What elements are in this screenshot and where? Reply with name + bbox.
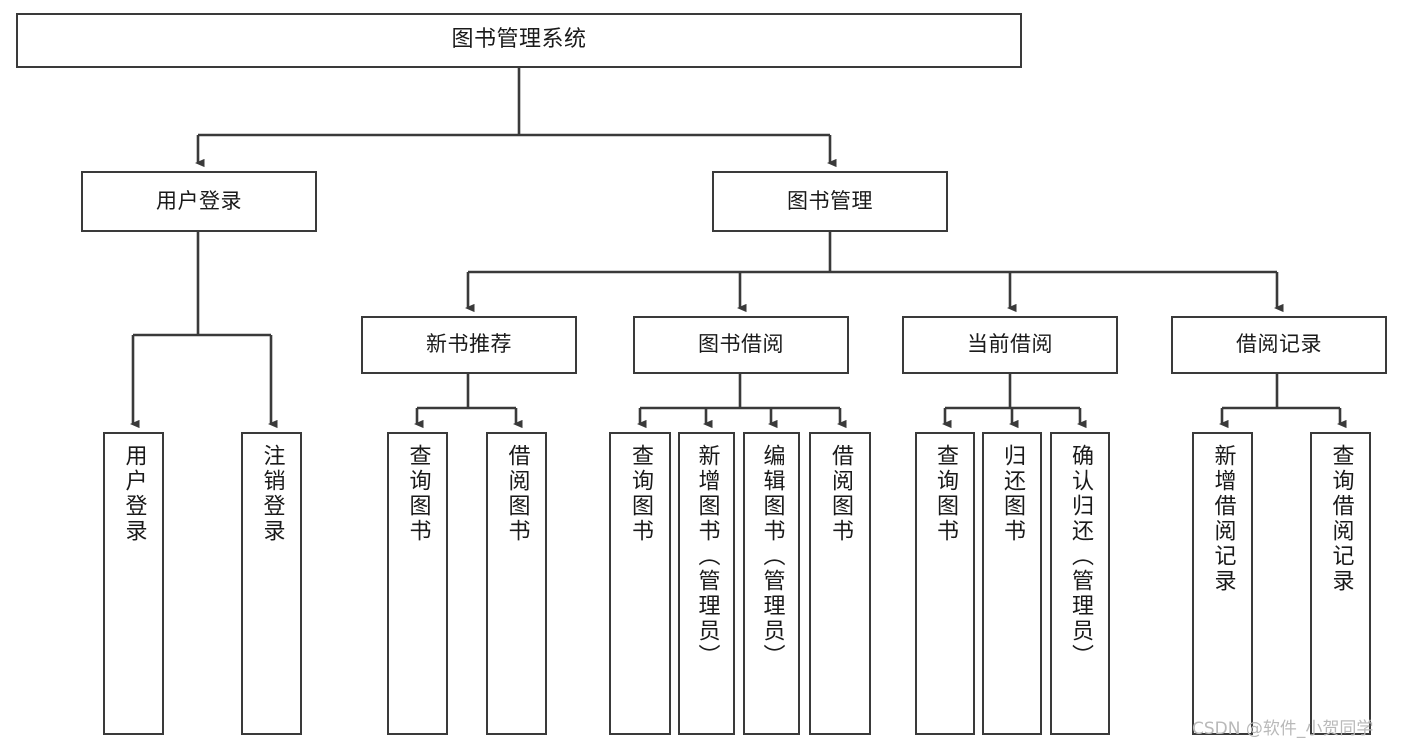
node-label: 用户登录 <box>156 188 242 213</box>
node-label: 图书管理 <box>787 188 873 213</box>
leaf-add-borrow-record[interactable]: 新增借阅记录 <box>1192 432 1253 735</box>
node-label: 用户登录 <box>121 444 147 544</box>
node-label: 图书管理系统 <box>451 27 587 53</box>
node-label: 图书借阅 <box>698 332 784 357</box>
node-label: 新增借阅记录 <box>1210 444 1236 594</box>
leaf-return-book[interactable]: 归还图书 <box>982 432 1042 735</box>
watermark: CSDN @软件_小贺同学 <box>1192 719 1374 739</box>
node-new-book-recommend[interactable]: 新书推荐 <box>361 316 577 374</box>
leaf-borrow-book-recommend[interactable]: 借阅图书 <box>486 432 547 735</box>
leaf-query-borrow-record[interactable]: 查询借阅记录 <box>1310 432 1371 735</box>
node-label: 编辑图书（管理员） <box>759 444 785 669</box>
node-current-borrow[interactable]: 当前借阅 <box>902 316 1118 374</box>
node-label: 归还图书 <box>1000 444 1025 544</box>
node-book-management[interactable]: 图书管理 <box>712 171 948 232</box>
leaf-edit-book-admin[interactable]: 编辑图书（管理员） <box>743 432 800 735</box>
node-label: 新增图书（管理员） <box>694 444 720 669</box>
node-user-login[interactable]: 用户登录 <box>81 171 317 232</box>
node-label: 查询图书 <box>933 444 958 544</box>
leaf-query-book-current[interactable]: 查询图书 <box>915 432 975 735</box>
leaf-add-book-admin[interactable]: 新增图书（管理员） <box>678 432 735 735</box>
node-label: 借阅记录 <box>1236 332 1322 357</box>
node-label: 借阅图书 <box>504 444 530 544</box>
node-book-borrow[interactable]: 图书借阅 <box>633 316 849 374</box>
node-label: 注销登录 <box>259 444 285 544</box>
node-borrow-records[interactable]: 借阅记录 <box>1171 316 1387 374</box>
leaf-query-book[interactable]: 查询图书 <box>609 432 671 735</box>
node-label: 当前借阅 <box>967 332 1053 357</box>
leaf-borrow-book[interactable]: 借阅图书 <box>809 432 871 735</box>
leaf-user-login[interactable]: 用户登录 <box>103 432 164 735</box>
node-label: 新书推荐 <box>426 332 512 357</box>
node-label: 查询图书 <box>405 444 431 544</box>
leaf-logout[interactable]: 注销登录 <box>241 432 302 735</box>
node-label: 查询借阅记录 <box>1328 444 1354 594</box>
leaf-query-book-recommend[interactable]: 查询图书 <box>387 432 448 735</box>
node-label: 查询图书 <box>628 444 653 544</box>
leaf-confirm-return-admin[interactable]: 确认归还（管理员） <box>1050 432 1110 735</box>
node-label: 确认归还（管理员） <box>1068 444 1093 669</box>
node-label: 借阅图书 <box>828 444 853 544</box>
node-root-book-management-system[interactable]: 图书管理系统 <box>16 13 1022 68</box>
